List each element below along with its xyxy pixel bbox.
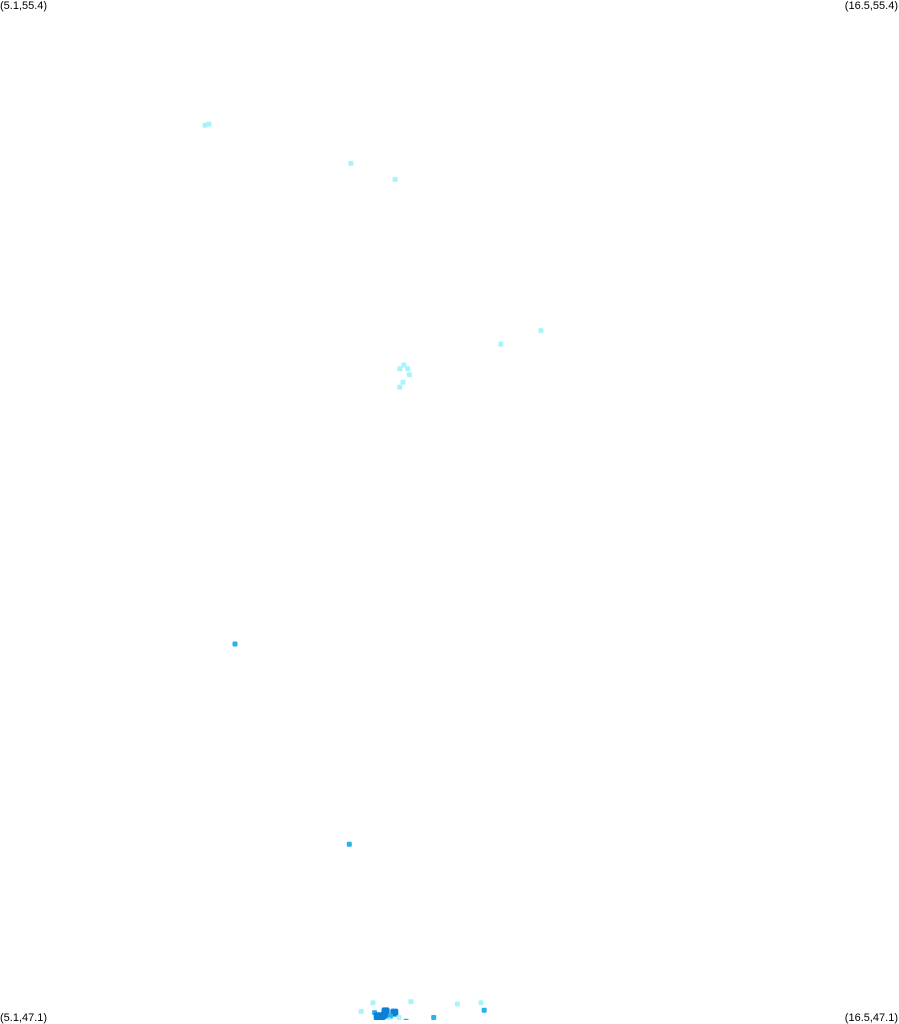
corner-label-bottom-left: (5.1,47.1) <box>0 1012 48 1024</box>
density-point <box>401 362 407 368</box>
density-point <box>405 366 411 372</box>
density-point <box>202 122 208 128</box>
density-point <box>406 372 412 378</box>
density-point <box>370 1000 376 1006</box>
density-point <box>206 121 212 127</box>
density-point <box>392 176 398 182</box>
density-point <box>346 841 352 847</box>
density-point <box>431 1015 437 1020</box>
density-point <box>478 1000 484 1006</box>
corner-label-bottom-right: (16.5,47.1) <box>844 1012 898 1024</box>
density-point <box>348 160 354 166</box>
density-point <box>408 999 414 1005</box>
density-point <box>481 1007 487 1013</box>
density-point <box>232 641 238 647</box>
density-point <box>498 341 504 347</box>
density-point <box>397 366 403 372</box>
density-point <box>538 328 544 334</box>
corner-label-top-right: (16.5,55.4) <box>844 0 898 12</box>
density-point <box>400 379 406 385</box>
density-point <box>397 384 403 390</box>
corner-label-top-left: (5.1,55.4) <box>0 0 48 12</box>
density-point <box>396 1015 402 1020</box>
density-points <box>202 121 544 1020</box>
density-point <box>376 1016 385 1020</box>
density-point <box>386 1017 392 1020</box>
density-point <box>358 1008 364 1014</box>
density-point <box>454 1001 460 1007</box>
